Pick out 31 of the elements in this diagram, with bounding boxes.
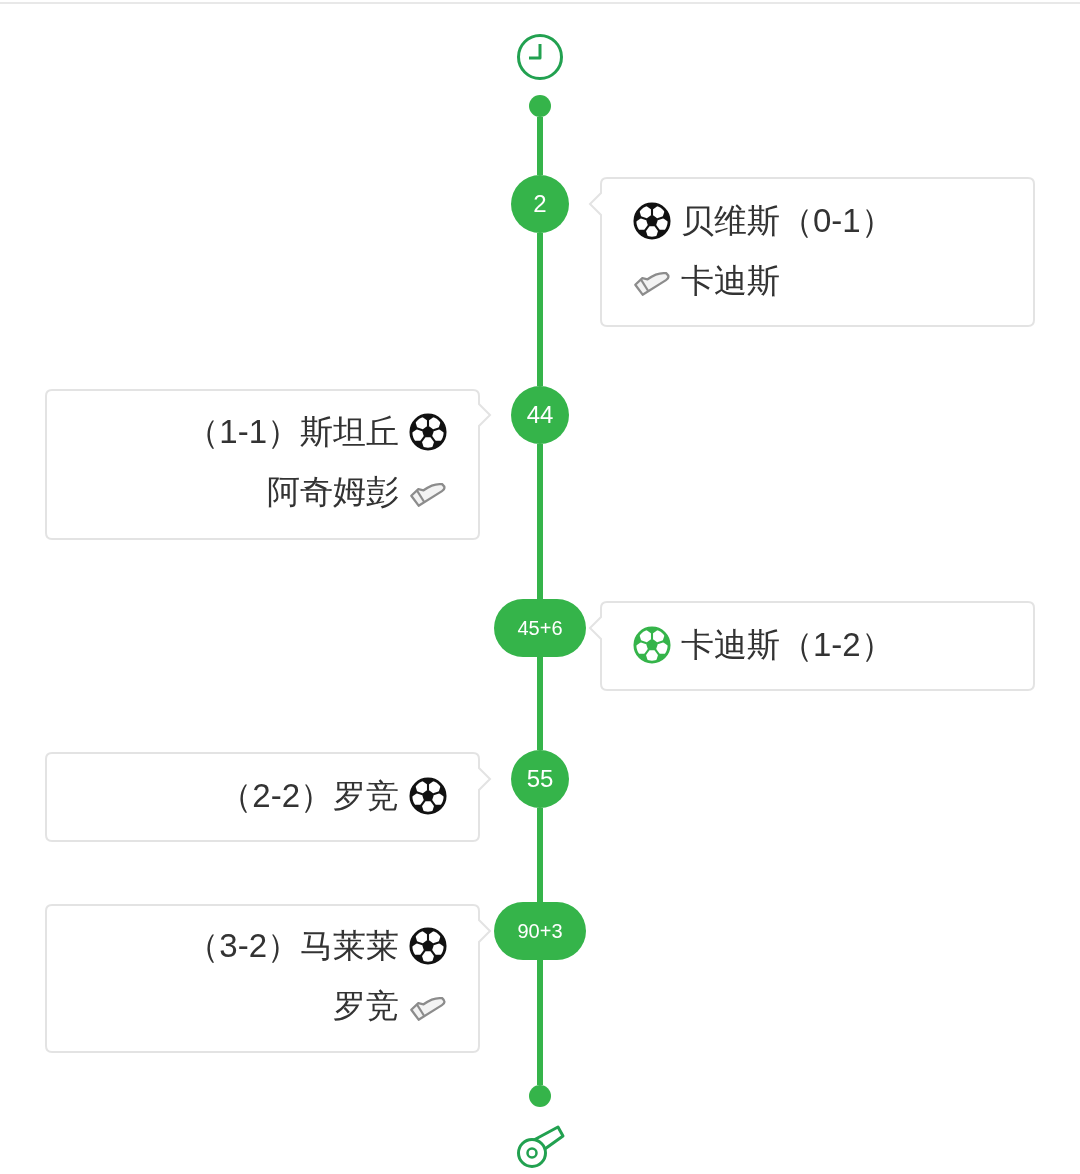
timeline-line [537,117,543,175]
minute-text: 55 [526,767,554,791]
event-card [45,389,492,540]
event-card [588,601,1035,691]
timeline-dot [529,95,551,117]
timeline-line [537,444,543,599]
event-text: （3-2）马莱莱 [186,926,399,966]
event-text: 阿奇姆彭 [267,472,399,512]
timeline-line [537,233,543,386]
event-text: 罗竞 [333,986,399,1026]
minute-text: 44 [526,403,554,427]
minute-badge [494,599,586,657]
minute-badge [511,175,569,233]
minute-badge [494,902,586,960]
timeline-line [537,960,543,1085]
timeline-line [537,808,543,902]
event-card [45,904,492,1053]
event-card [45,752,492,842]
event-text: 卡迪斯 [681,261,780,301]
event-text: 卡迪斯（1-2） [681,625,894,665]
minute-text: 45+6 [517,618,563,638]
timeline-dot [529,1085,551,1107]
timeline-line [537,657,543,750]
minute-badge [511,750,569,808]
minute-text: 2 [533,192,547,216]
minute-badge [511,386,569,444]
event-card [588,177,1035,327]
event-text: （1-1）斯坦丘 [186,412,399,452]
minute-text: 90+3 [517,921,563,941]
event-text: 贝维斯（0-1） [681,201,894,241]
event-text: （2-2）罗竞 [219,776,399,816]
